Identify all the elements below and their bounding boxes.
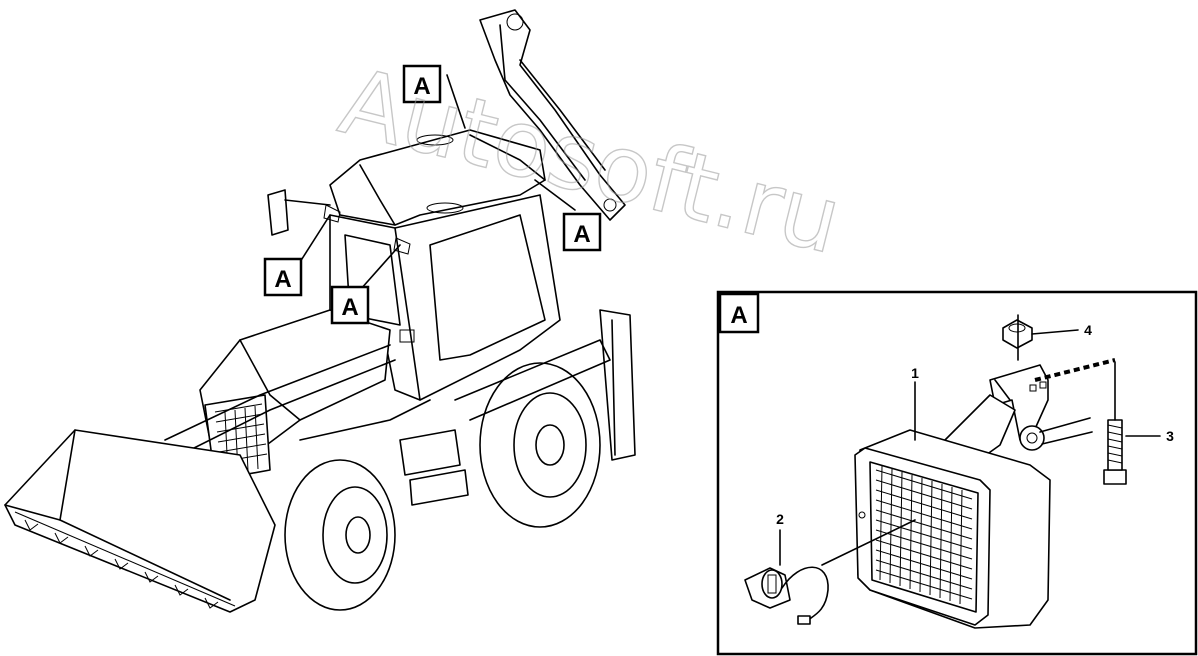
callout-a-rear: A xyxy=(562,212,602,252)
part-number-1: 1 xyxy=(911,365,919,381)
part-number-2: 2 xyxy=(776,511,784,527)
detail-view-a: A xyxy=(716,290,1198,656)
callout-a-front: A xyxy=(330,285,370,325)
callout-a-left: A xyxy=(263,257,303,297)
backhoe-loader-drawing xyxy=(4,9,636,613)
callout-a-roof-label: A xyxy=(413,73,430,100)
bulb xyxy=(744,566,829,625)
part-number-4: 4 xyxy=(1084,322,1092,338)
detail-view-label: A xyxy=(718,292,760,334)
detail-view-label-text: A xyxy=(730,302,747,329)
part-number-3: 3 xyxy=(1166,428,1174,444)
callout-a-front-label: A xyxy=(341,294,358,321)
callout-a-roof: A xyxy=(402,64,442,104)
work-lamp xyxy=(854,429,1051,629)
bolt xyxy=(1103,361,1127,485)
callout-a-rear-label: A xyxy=(573,221,590,248)
callout-a-left-label: A xyxy=(274,266,291,293)
